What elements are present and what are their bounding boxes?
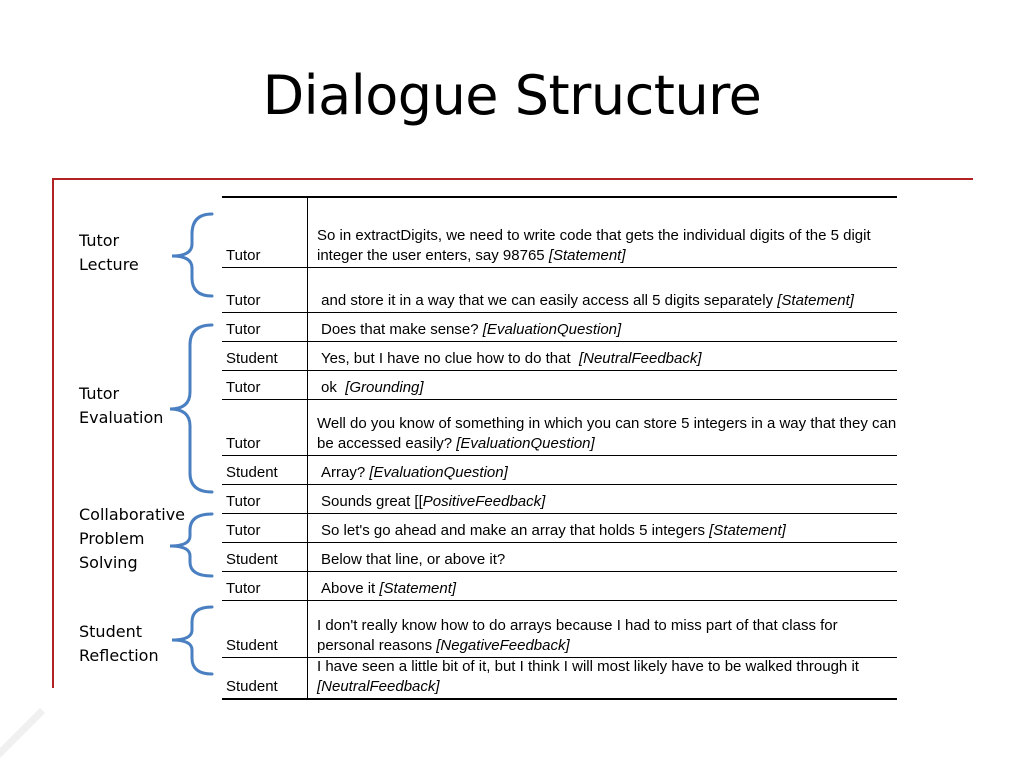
frame-top-line — [52, 178, 973, 180]
brace-tutor-evaluation — [169, 323, 214, 494]
dialogue-act-tag: [EvaluationQuestion] — [482, 321, 622, 338]
utterance-cell: ok [Grounding] — [321, 379, 424, 396]
speaker-cell: Tutor — [222, 572, 308, 600]
speaker-cell: Tutor — [222, 485, 308, 513]
dialogue-act-tag: [EvaluationQuestion] — [369, 464, 508, 481]
utterance-cell: So let's go ahead and make an array that… — [321, 522, 786, 539]
group-label-collaborative-problem-solving: Collaborative Problem Solving — [79, 505, 186, 572]
speaker-cell: Tutor — [222, 313, 308, 341]
utterance-cell: So in extractDigits, we need to write co… — [317, 227, 871, 264]
table-row: Student Yes, but I have no clue how to d… — [222, 342, 897, 371]
brace-student-reflection — [171, 605, 214, 676]
utterance-cell: Above it [Statement] — [321, 580, 457, 597]
speaker-cell: Student — [222, 456, 308, 484]
group-label-tutor-lecture: Tutor Lecture — [79, 231, 139, 274]
dialogue-act-tag: [NegativeFeedback] — [436, 637, 570, 654]
speaker-cell: Tutor — [222, 400, 308, 455]
utterance-cell: Sounds great [[PositiveFeedback] — [321, 493, 546, 510]
table-row: Tutor Sounds great [[PositiveFeedback] — [222, 485, 897, 514]
utterance-cell: Does that make sense? [EvaluationQuestio… — [321, 321, 622, 338]
dialogue-act-tag: [EvaluationQuestion] — [456, 435, 595, 452]
utterance-cell: I don't really know how to do arrays bec… — [317, 617, 838, 654]
group-label-tutor-evaluation: Tutor Evaluation — [79, 384, 164, 427]
utterance-cell: Well do you know of something in which y… — [317, 415, 897, 452]
table-row: Tutor Well do you know of something in w… — [222, 400, 897, 456]
table-row: Tutor Does that make sense? [EvaluationQ… — [222, 313, 897, 342]
utterance-cell: I have seen a little bit of it, but I th… — [317, 658, 859, 695]
speaker-cell: Student — [222, 658, 308, 698]
dialogue-table: Tutor So in extractDigits, we need to wr… — [222, 196, 897, 700]
speaker-cell: Tutor — [222, 371, 308, 399]
speaker-cell: Tutor — [222, 514, 308, 542]
frame-left-line — [52, 178, 54, 688]
table-row: Student I don't really know how to do ar… — [222, 601, 897, 658]
speaker-cell: Student — [222, 601, 308, 657]
brace-tutor-lecture — [171, 212, 214, 298]
group-label-student-reflection: Student Reflection — [79, 622, 159, 665]
table-row: Tutor So let's go ahead and make an arra… — [222, 514, 897, 543]
speaker-cell: Tutor — [222, 268, 308, 312]
dialogue-act-tag: [Statement] — [709, 522, 786, 539]
table-row: Student Array? [EvaluationQuestion] — [222, 456, 897, 485]
dialogue-act-tag: [Grounding] — [345, 379, 424, 396]
slide-title: Dialogue Structure — [262, 64, 762, 127]
corner-decoration — [0, 708, 45, 758]
dialogue-act-tag: [Statement] — [548, 247, 626, 264]
dialogue-act-tag: [Statement] — [777, 292, 854, 309]
dialogue-act-tag: [Statement] — [379, 580, 457, 597]
dialogue-act-tag: [NeutralFeedback] — [578, 350, 702, 367]
speaker-cell: Student — [222, 342, 308, 370]
dialogue-act-tag: PositiveFeedback] — [422, 493, 546, 510]
table-row: Student Below that line, or above it? — [222, 543, 897, 572]
utterance-cell: Yes, but I have no clue how to do that [… — [321, 350, 702, 367]
table-row: Tutor and store it in a way that we can … — [222, 268, 897, 313]
table-row: Tutor So in extractDigits, we need to wr… — [222, 198, 897, 268]
speaker-cell: Student — [222, 543, 308, 571]
utterance-cell: Below that line, or above it? — [321, 551, 506, 568]
table-row: Tutor ok [Grounding] — [222, 371, 897, 400]
speaker-cell: Tutor — [222, 198, 308, 267]
table-row: Student I have seen a little bit of it, … — [222, 658, 897, 698]
utterance-cell: Array? [EvaluationQuestion] — [321, 464, 508, 481]
utterance-cell: and store it in a way that we can easily… — [317, 292, 854, 309]
table-row: Tutor Above it [Statement] — [222, 572, 897, 601]
dialogue-act-tag: [NeutralFeedback] — [317, 678, 440, 695]
